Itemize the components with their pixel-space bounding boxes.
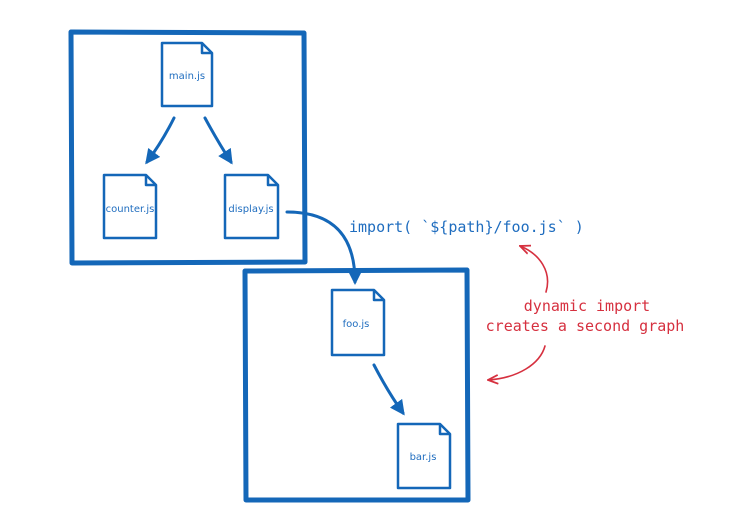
import-statement: import( `${path}/foo.js` ) [349, 218, 584, 236]
file-label-main-js: main.js [169, 71, 205, 82]
edge-display-to-foo-dynamic [285, 210, 363, 285]
annotation-arrow-to-graph-2 [488, 345, 546, 380]
file-display-js: display.js [223, 173, 280, 240]
file-foo-js: foo.js [330, 288, 386, 357]
file-label-display-js: display.js [228, 204, 273, 215]
file-counter-js: counter.js [102, 173, 158, 240]
file-main-js: main.js [160, 41, 214, 108]
file-label-counter-js: counter.js [106, 204, 155, 215]
file-label-bar-js: bar.js [410, 452, 437, 463]
module-graph-2-box [242, 267, 471, 503]
edge-main-to-counter [145, 116, 176, 165]
file-bar-js: bar.js [396, 422, 452, 490]
annotation-line-1: dynamic import [524, 297, 650, 315]
annotation-arrow-to-import [520, 246, 549, 293]
edge-foo-to-bar [372, 363, 405, 416]
annotation-line-2: creates a second graph [486, 317, 685, 335]
file-label-foo-js: foo.js [343, 319, 370, 330]
edge-main-to-display [203, 116, 233, 165]
module-graph-1-box [68, 29, 308, 266]
